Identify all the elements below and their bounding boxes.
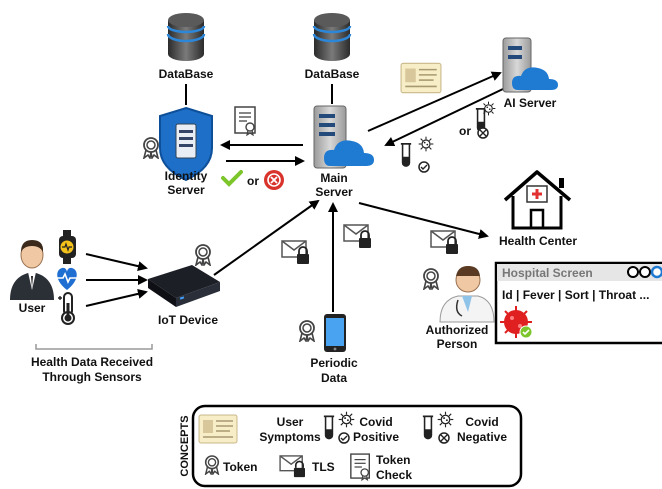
check-icon	[221, 170, 243, 187]
legend-user-symptoms-1: User	[277, 415, 304, 429]
server-icon	[175, 123, 197, 159]
token-check-icon	[234, 106, 256, 136]
periodic-data-label-2: Data	[321, 371, 347, 385]
ai-to-main-arrow	[384, 88, 504, 147]
hospital-screen-columns: Id | Fever | Sort | Throat ...	[502, 288, 649, 302]
green-check-badge-icon	[519, 325, 533, 339]
database-left	[166, 12, 206, 62]
database-main	[312, 12, 352, 62]
token-badge-icon	[195, 244, 211, 266]
legend-frame	[191, 404, 523, 488]
legend-tls: TLS	[312, 460, 335, 474]
user-label: User	[19, 301, 46, 315]
stethoscope-icon	[455, 299, 463, 317]
sensors-bracket	[35, 344, 153, 350]
sensors-caption-2: Through Sensors	[42, 370, 142, 384]
positive-mark-icon	[418, 161, 430, 173]
connectors	[35, 71, 504, 350]
identity-server	[143, 106, 213, 182]
sensors-caption-1: Health Data Received	[31, 355, 153, 369]
tls-icon	[430, 230, 459, 255]
tls-icon	[281, 240, 310, 265]
iot-device	[148, 244, 220, 307]
reject-icon	[264, 170, 284, 190]
database-left-label: DataBase	[159, 67, 214, 81]
hospital-screen: Hospital Screen Id | Fever | Sort | Thro…	[494, 261, 662, 345]
cloud-icon	[324, 140, 374, 166]
periodic-data-label-1: Periodic	[310, 356, 358, 370]
smartwatch-icon	[59, 230, 76, 264]
authorized-person	[423, 266, 495, 323]
iot-device-label: IoT Device	[158, 313, 218, 327]
legend-covid-negative-2: Negative	[457, 430, 507, 444]
token-badge-icon	[423, 268, 439, 290]
legend-token-check-1: Token	[376, 453, 410, 467]
legend-token-check-2: Check	[376, 468, 412, 482]
screen-title-bar	[497, 264, 662, 281]
covid-positive-tube-icon	[400, 142, 412, 168]
identity-server-label-2: Server	[167, 183, 205, 197]
virus-icon	[481, 101, 496, 116]
heart-rate-icon	[57, 267, 78, 290]
or-ai-label: or	[459, 124, 471, 138]
positive-mark-icon	[338, 432, 350, 444]
negative-mark-icon	[477, 127, 489, 139]
legend-covid-positive-1: Covid	[359, 415, 392, 429]
authorized-label-1: Authorized	[426, 323, 489, 337]
legend-user-symptoms-2: Symptoms	[259, 430, 321, 444]
token-badge-icon	[143, 137, 159, 159]
database-icon	[166, 12, 206, 62]
covid-negative-tube-icon	[422, 415, 434, 440]
user	[10, 240, 54, 300]
ai-server	[502, 37, 558, 93]
user-symptoms-icon	[198, 414, 238, 444]
thermo-to-iot-arrow	[85, 288, 148, 307]
legend-covid-positive-2: Positive	[353, 430, 399, 444]
health-center	[503, 170, 572, 230]
ai-server-label: AI Server	[504, 96, 557, 110]
tls-icon	[343, 224, 372, 249]
negative-mark-icon	[438, 432, 450, 444]
user-symptoms-card-icon	[400, 62, 442, 94]
token-check-icon	[350, 453, 371, 481]
concepts-title: CONCEPTS	[179, 415, 191, 476]
or-identity-label: or	[247, 174, 259, 188]
main-to-ai-arrow	[367, 71, 502, 132]
token-badge-icon	[299, 320, 315, 342]
iot-top-face	[148, 265, 220, 298]
main-server-label-2: Server	[315, 185, 353, 199]
authorized-label-2: Person	[437, 337, 478, 351]
main-server-label-1: Main	[320, 171, 347, 185]
legend-covid-negative-1: Covid	[465, 415, 498, 429]
virus-icon	[418, 136, 434, 152]
main-server	[313, 105, 374, 169]
database-main-label: DataBase	[305, 67, 360, 81]
health-center-label: Health Center	[499, 234, 577, 248]
house-icon	[503, 170, 572, 202]
cloud-icon	[512, 67, 558, 90]
watch-to-iot-arrow	[85, 253, 148, 272]
identity-server-label-1: Identity	[165, 169, 208, 183]
virus-icon	[338, 411, 355, 428]
virus-icon	[437, 411, 454, 428]
iot-to-main-arrow	[213, 199, 320, 276]
window-controls-icon	[627, 265, 662, 279]
thermometer-icon	[58, 292, 75, 325]
covid-positive-tube-icon	[323, 415, 335, 440]
main-to-health-arrow	[358, 202, 489, 239]
legend-token: Token	[223, 460, 257, 474]
concepts-legend: CONCEPTS User Symptoms Covid Positive Co…	[179, 404, 523, 488]
hospital-screen-title: Hospital Screen	[502, 266, 593, 280]
periodic-data	[299, 314, 346, 352]
database-icon	[312, 12, 352, 62]
